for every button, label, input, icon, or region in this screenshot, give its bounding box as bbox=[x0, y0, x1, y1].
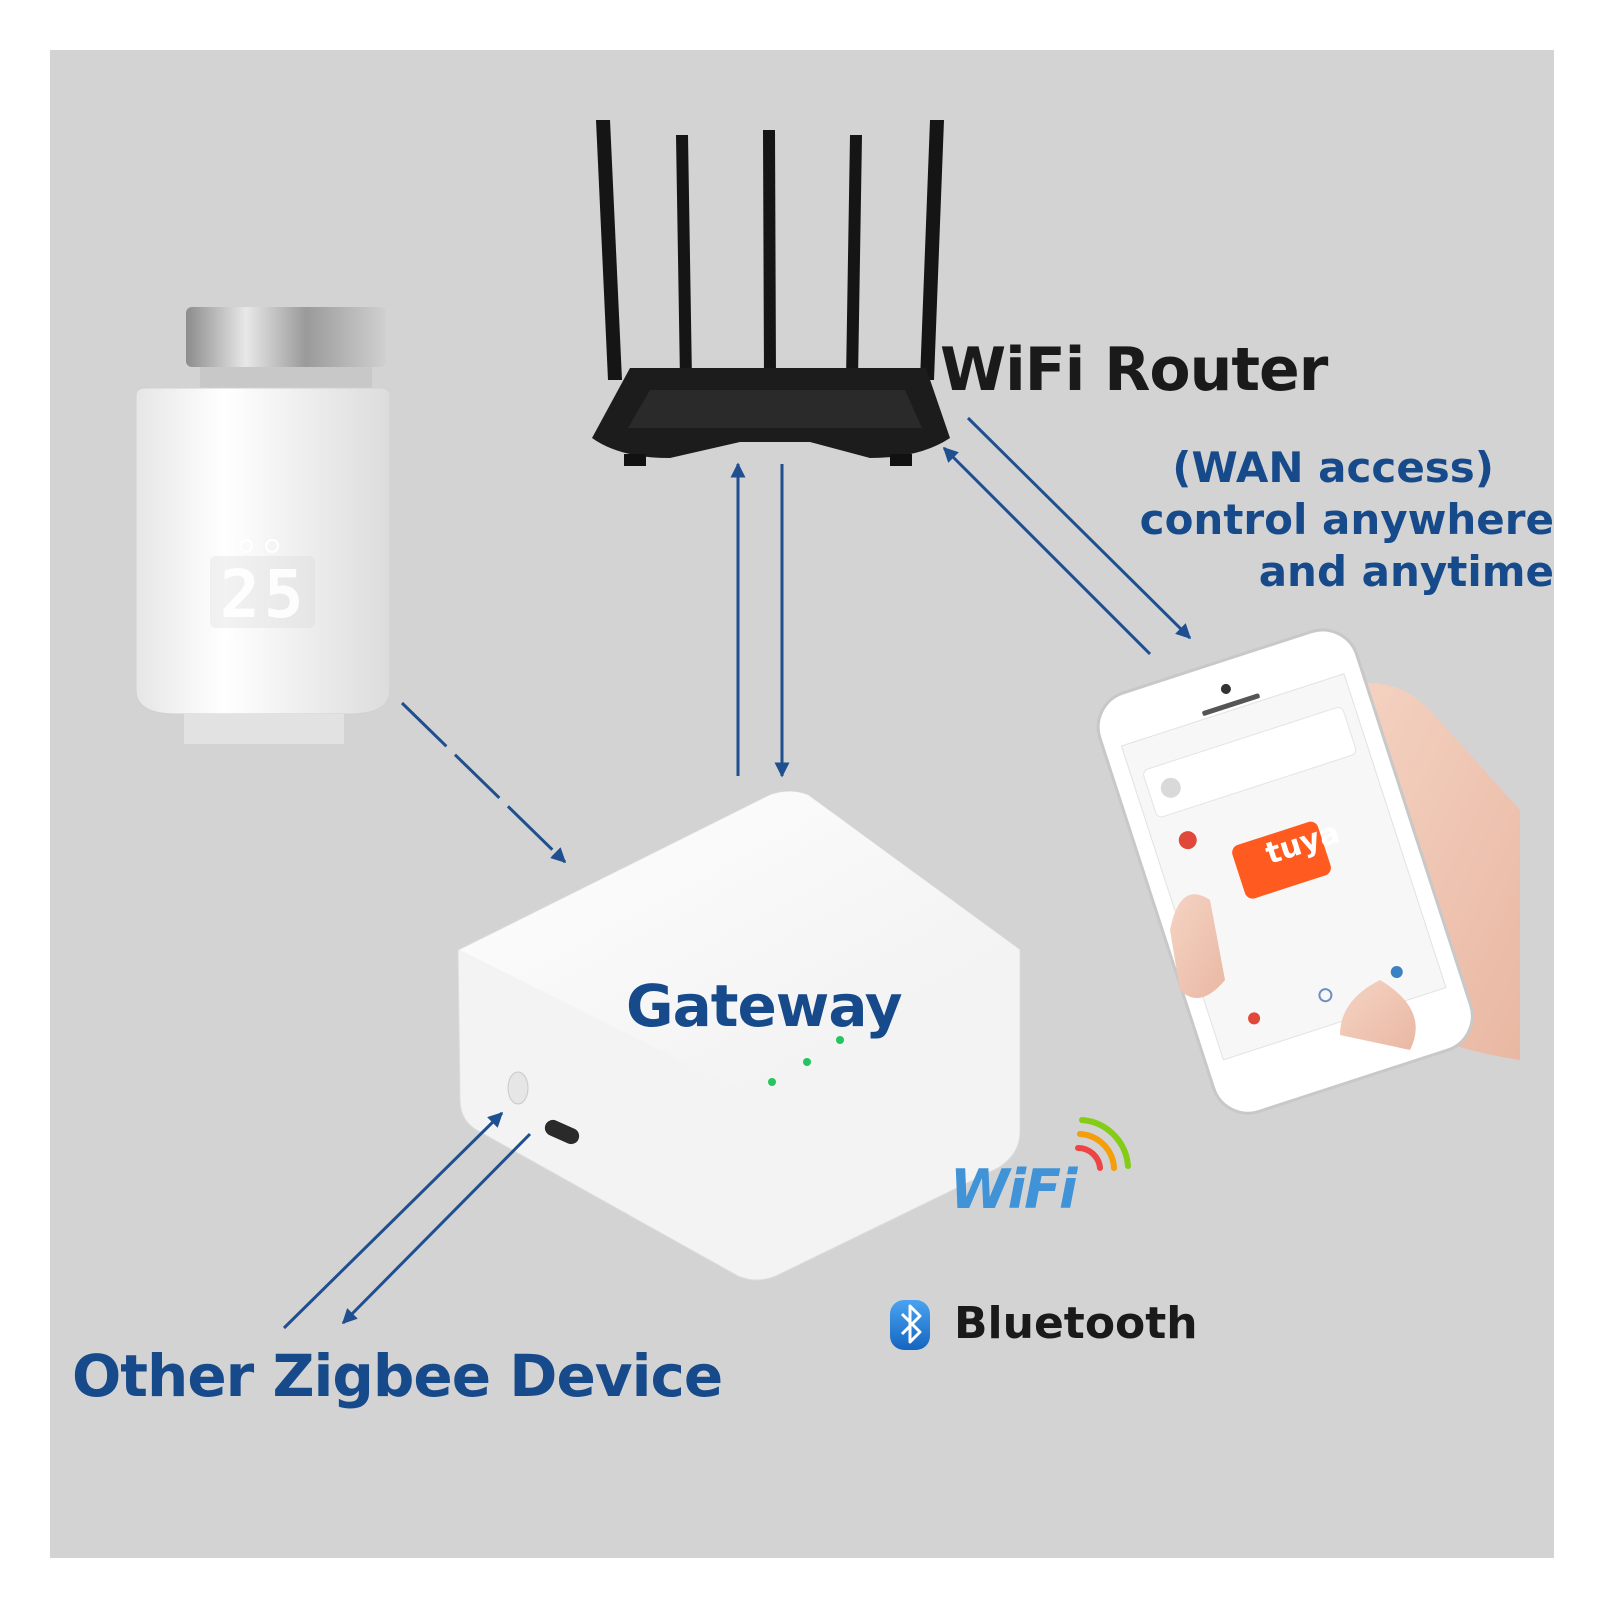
thermostat-device bbox=[135, 307, 391, 744]
router-top-panel bbox=[628, 390, 922, 428]
thermostat-temperature-display: 25 bbox=[220, 556, 308, 633]
arrow-thermostat-to-gateway bbox=[400, 701, 567, 864]
phone-camera bbox=[1220, 683, 1231, 694]
app-tab-home-icon bbox=[1248, 1012, 1261, 1025]
wifi-wave-green bbox=[1079, 1117, 1131, 1169]
hand-thumb bbox=[1170, 894, 1225, 998]
gateway-led-1 bbox=[768, 1078, 776, 1086]
app-tab-me-icon bbox=[1390, 966, 1403, 979]
router-antenna-4 bbox=[846, 135, 862, 380]
router-label: WiFi Router bbox=[940, 335, 1328, 405]
hand-finger bbox=[1340, 980, 1416, 1050]
router-antenna-1 bbox=[596, 120, 622, 380]
app-device-icon bbox=[1178, 831, 1197, 850]
gateway-led-2 bbox=[803, 1058, 811, 1066]
gateway-label: Gateway bbox=[626, 972, 903, 1040]
gateway-top-face bbox=[460, 791, 1020, 1094]
smartphone-device bbox=[1096, 628, 1520, 1115]
arrow-phone-to-router bbox=[942, 446, 1152, 656]
connection-arrows bbox=[282, 416, 1192, 1330]
thermostat-clock-icon bbox=[239, 539, 253, 553]
thermostat-base bbox=[184, 714, 344, 744]
gateway-usb-port bbox=[544, 1119, 580, 1145]
router-antenna-3 bbox=[763, 130, 776, 380]
arrow-gateway-to-zigbee bbox=[341, 1132, 532, 1325]
gateway-device bbox=[457, 791, 1021, 1281]
bluetooth-label: Bluetooth bbox=[954, 1298, 1198, 1349]
thermostat-display-area bbox=[210, 556, 315, 628]
app-card-icon bbox=[1160, 777, 1181, 798]
wan-access-caption: (WAN access) control anywhere and anytim… bbox=[1140, 442, 1554, 598]
router-antenna-2 bbox=[676, 135, 692, 380]
wan-line-2: control anywhere bbox=[1139, 495, 1554, 544]
arrow-router-to-phone bbox=[966, 416, 1192, 640]
gateway-led-3 bbox=[836, 1036, 844, 1044]
wifi-wave-red bbox=[1075, 1144, 1103, 1171]
arrow-zigbee-to-gateway bbox=[282, 1111, 504, 1330]
bluetooth-icon bbox=[890, 1300, 930, 1350]
wan-line-1: (WAN access) bbox=[1172, 443, 1494, 492]
tuya-logo-badge bbox=[1232, 821, 1331, 899]
wifi-logo-text: WiFi bbox=[950, 1158, 1077, 1221]
gateway-reset-button bbox=[507, 1071, 529, 1105]
zigbee-device-label: Other Zigbee Device bbox=[72, 1342, 723, 1410]
app-card bbox=[1143, 707, 1357, 818]
wifi-wave-orange bbox=[1077, 1131, 1117, 1171]
thermostat-body bbox=[135, 387, 391, 715]
wan-line-3: and anytime bbox=[1258, 547, 1554, 596]
router-antenna-5 bbox=[920, 120, 944, 380]
thermostat-mode-icon bbox=[265, 539, 279, 553]
diagram-graphics bbox=[135, 120, 1520, 1350]
app-tab-scene-icon bbox=[1318, 988, 1333, 1003]
phone-speaker bbox=[1202, 693, 1260, 716]
router-foot-left bbox=[624, 454, 646, 466]
router-foot-right bbox=[890, 454, 912, 466]
wifi-logo-waves bbox=[1075, 1117, 1131, 1171]
wifi-router-device bbox=[592, 120, 950, 466]
diagram-panel: WiFi Router (WAN access) control anywher… bbox=[50, 50, 1554, 1558]
thermostat-metal-cap bbox=[186, 307, 386, 367]
